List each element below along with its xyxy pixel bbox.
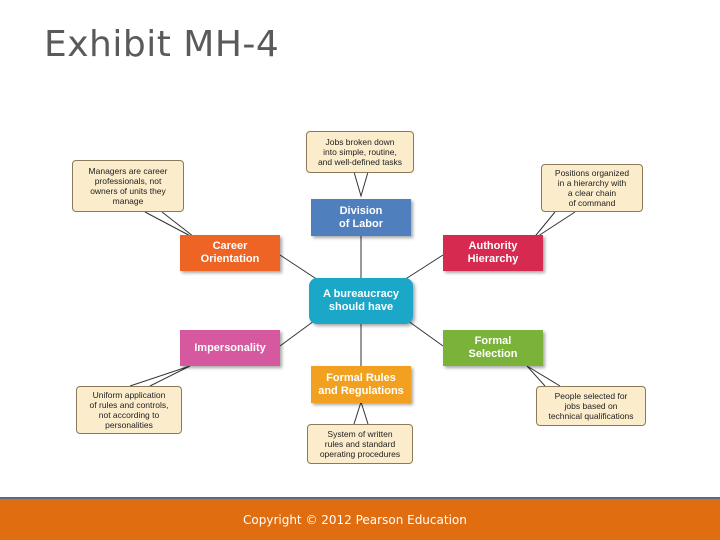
bubble-rules: System of written rules and standard ope…: [307, 424, 413, 464]
connector-career: [279, 254, 319, 281]
bubble-impersonality: Uniform application of rules and control…: [76, 386, 182, 434]
node-formal-rules: Formal Rules and Regulations: [311, 366, 411, 403]
connector-selection: [403, 317, 444, 347]
bubble-selection: People selected for jobs based on techni…: [536, 386, 646, 426]
node-authority-hierarchy: Authority Hierarchy: [443, 235, 543, 271]
pointer-rules: [353, 400, 369, 425]
center-node: A bureaucracy should have: [309, 278, 413, 324]
node-formal-selection: Formal Selection: [443, 330, 543, 366]
node-career-orientation: Career Orientation: [180, 235, 280, 271]
bubble-career: Managers are career professionals, not o…: [72, 160, 184, 212]
pointer-division: [353, 171, 369, 198]
copyright-text: Copyright © 2012 Pearson Education: [243, 513, 467, 527]
bubble-authority: Positions organized in a hierarchy with …: [541, 164, 643, 212]
node-impersonality: Impersonality: [180, 330, 280, 366]
node-division-of-labor: Division of Labor: [311, 199, 411, 236]
connector-authority: [403, 254, 444, 281]
slide-title: Exhibit MH-4: [44, 24, 280, 65]
footer-bar: Copyright © 2012 Pearson Education: [0, 497, 720, 540]
pointer-impersonality: [129, 365, 191, 387]
pointer-selection: [526, 365, 561, 387]
bubble-division: Jobs broken down into simple, routine, a…: [306, 131, 414, 173]
